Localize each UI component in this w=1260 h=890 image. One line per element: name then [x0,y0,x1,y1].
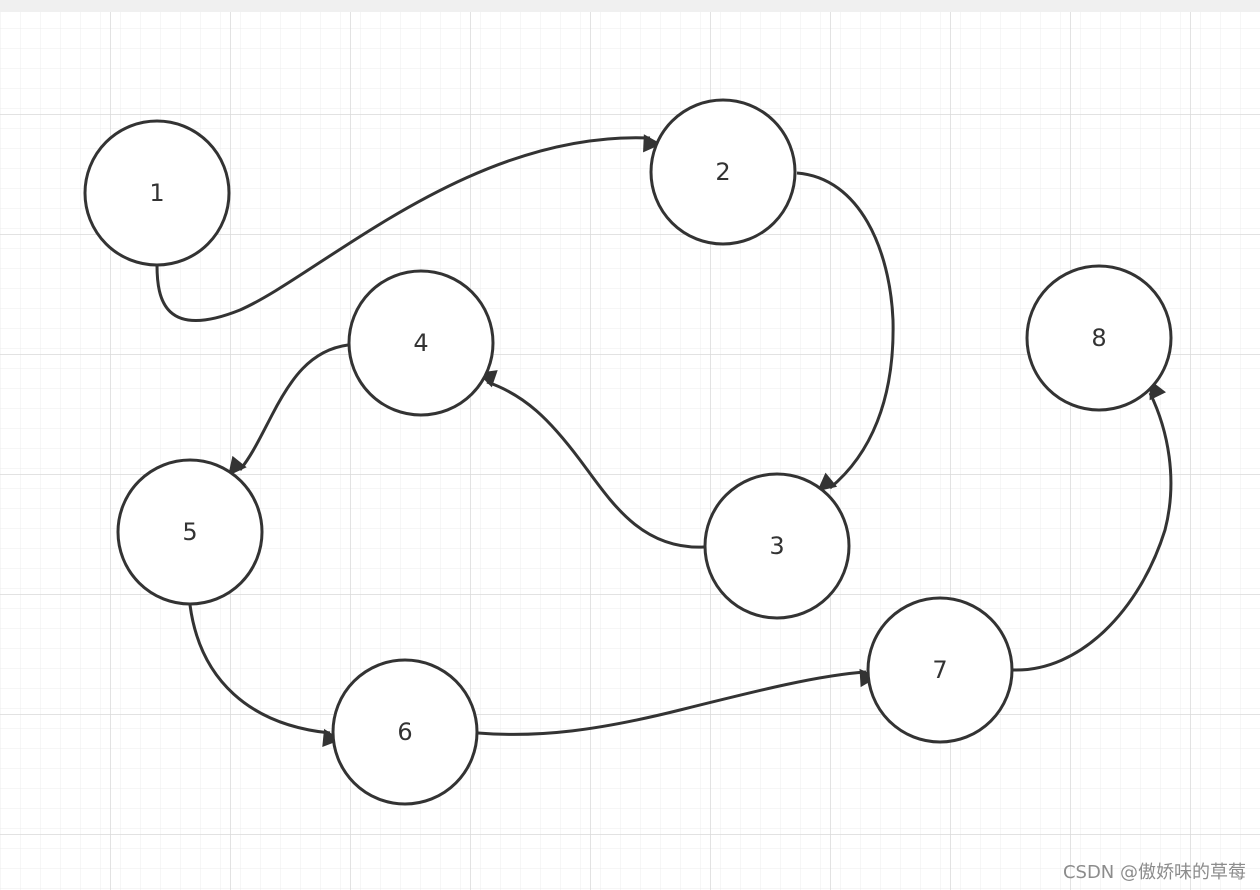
nodes-layer: 1 2 3 4 5 6 7 8 [83,98,1173,806]
edge-1-2 [155,134,662,323]
node-5[interactable]: 5 [116,458,264,606]
node-2-label: 2 [715,158,730,186]
node-3-circle [703,472,851,620]
node-4-circle [347,269,495,417]
node-2-circle [649,98,797,246]
node-6[interactable]: 6 [331,658,479,806]
node-7-label: 7 [932,656,947,684]
node-5-circle [116,458,264,606]
node-6-circle [331,658,479,806]
node-7[interactable]: 7 [866,596,1014,744]
node-1[interactable]: 1 [83,119,231,267]
edge-4-5 [228,343,349,476]
node-2[interactable]: 2 [649,98,797,246]
node-3-label: 3 [769,532,784,560]
edge-5-6 [188,604,342,747]
edge-6-7 [477,668,879,736]
node-1-circle [83,119,231,267]
node-8[interactable]: 8 [1025,264,1173,412]
node-8-circle [1025,264,1173,412]
edges-layer [155,134,1173,747]
node-3[interactable]: 3 [703,472,851,620]
node-5-label: 5 [182,518,197,546]
node-6-label: 6 [397,718,412,746]
node-8-label: 8 [1091,324,1106,352]
top-bar [0,0,1260,12]
edge-7-8 [1012,379,1173,672]
node-4-label: 4 [413,329,428,357]
node-1-label: 1 [149,179,164,207]
edge-3-4 [477,370,705,549]
watermark-text: CSDN @傲娇味的草莓 [1062,862,1246,883]
node-7-circle [866,596,1014,744]
node-4[interactable]: 4 [347,269,495,417]
edge-2-3 [796,171,895,492]
